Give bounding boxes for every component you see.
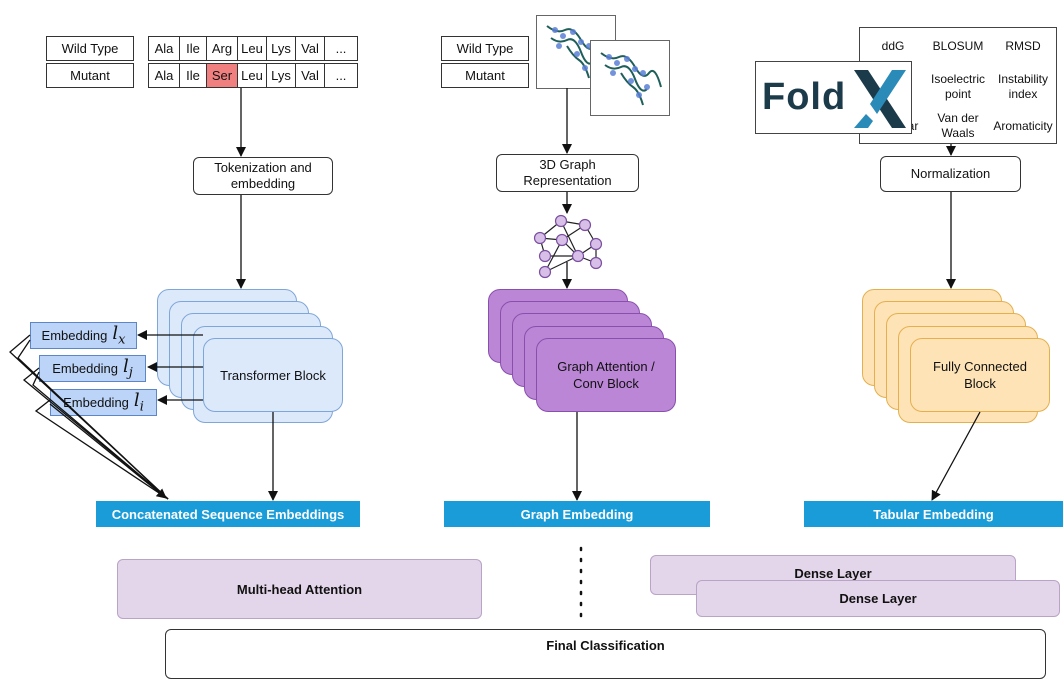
mutant-residue-6: Val <box>295 63 325 88</box>
mutant-protein-structure-image <box>590 40 670 116</box>
wild-type-residue-3: Arg <box>206 36 238 61</box>
feature-aromaticity: Aromaticity <box>993 118 1053 133</box>
graph-attention-conv-block: Graph Attention / Conv Block <box>536 338 676 412</box>
mutant-residue-4: Leu <box>237 63 267 88</box>
feature-blosum: BLOSUM <box>932 38 984 53</box>
mutant-residue-7: ... <box>324 63 358 88</box>
final-classification-label: Final Classification <box>546 638 665 653</box>
wild-type-residue-7: ... <box>324 36 358 61</box>
embedding-lj-text: Embedding <box>52 361 118 376</box>
foldx-x-mark <box>854 70 906 128</box>
foldx-logo: Fold <box>755 61 912 134</box>
embedding-lx: Embedding lx <box>30 322 137 349</box>
normalization-box: Normalization <box>880 156 1021 192</box>
graph-representation-box: 3D Graph Representation <box>496 154 639 192</box>
mutant-label: Mutant <box>46 63 134 88</box>
tabular-embedding-bar: Tabular Embedding <box>804 501 1063 527</box>
dense-layer-box-2: Dense Layer <box>696 580 1060 617</box>
connectors <box>9 88 981 622</box>
feature-van-der-waals: Van der Waals <box>937 111 979 140</box>
mutant-residue-5: Lys <box>266 63 296 88</box>
embedding-lx-text: Embedding <box>41 328 108 343</box>
graph-embedding-bar: Graph Embedding <box>444 501 710 527</box>
embedding-li-text: Embedding <box>63 395 129 410</box>
feature-isoelectric-point: Isoelectric point <box>930 72 986 101</box>
embedding-li-symbol: l <box>133 390 140 412</box>
concatenated-sequence-embeddings-bar: Concatenated Sequence Embeddings <box>96 501 360 527</box>
mutant-residue-2: Ile <box>179 63 207 88</box>
transformer-block: Transformer Block <box>203 338 343 412</box>
wild-type-residue-1: Ala <box>148 36 180 61</box>
wild-type-label: Wild Type <box>46 36 134 61</box>
embedding-lj-subscript: j <box>128 365 133 381</box>
embedding-li: Embedding li <box>50 389 157 416</box>
multi-head-attention-box: Multi-head Attention <box>117 559 482 619</box>
fully-connected-block: Fully Connected Block <box>910 338 1050 412</box>
wild-type-residue-5: Lys <box>266 36 296 61</box>
wild-type-residue-6: Val <box>295 36 325 61</box>
feature-ddg: ddG <box>881 38 905 53</box>
structure-wild-type-label: Wild Type <box>441 36 529 61</box>
feature-rmsd: RMSD <box>1005 38 1041 53</box>
feature-instability-index: Instability index <box>997 72 1049 101</box>
foldx-logo-text: Fold <box>762 76 847 118</box>
embedding-lj-symbol: l <box>122 356 129 378</box>
embedding-li-subscript: i <box>139 399 144 415</box>
graph-network-icon <box>533 214 603 279</box>
embedding-lx-symbol: l <box>112 323 119 345</box>
dense-layer-label-1: Dense Layer <box>794 566 872 581</box>
structure-mutant-label: Mutant <box>441 63 529 88</box>
embedding-lj: Embedding lj <box>39 355 146 382</box>
embedding-lx-subscript: x <box>118 332 126 348</box>
tokenization-box: Tokenization and embedding <box>193 157 333 195</box>
